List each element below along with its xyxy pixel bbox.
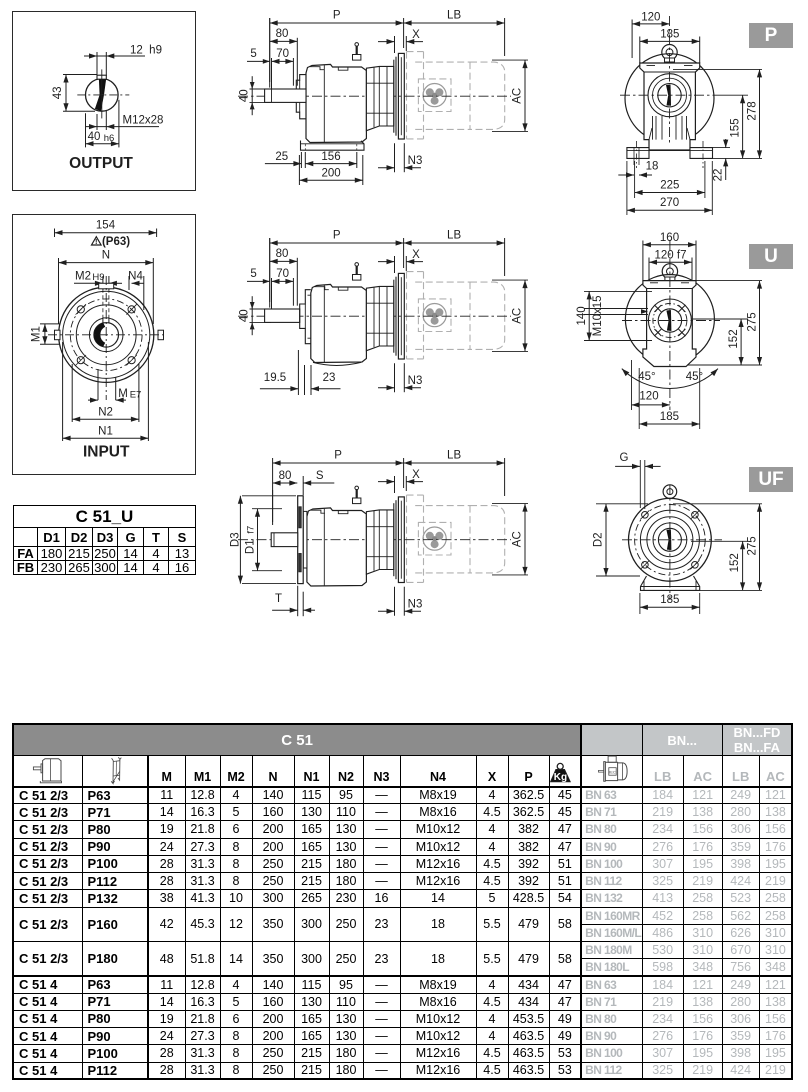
svg-text:P: P bbox=[333, 10, 341, 22]
svg-text:40: 40 bbox=[88, 131, 101, 143]
svg-text:155: 155 bbox=[730, 118, 742, 137]
svg-text:h6: h6 bbox=[104, 133, 115, 144]
svg-text:!: ! bbox=[95, 237, 98, 246]
svg-text:(P63): (P63) bbox=[102, 236, 130, 248]
svg-text:N4: N4 bbox=[128, 271, 143, 283]
svg-text:H9: H9 bbox=[92, 272, 104, 283]
svg-text:P: P bbox=[333, 230, 341, 242]
svg-text:152: 152 bbox=[729, 553, 741, 572]
svg-text:80: 80 bbox=[279, 470, 292, 482]
svg-text:185: 185 bbox=[660, 28, 679, 40]
svg-text:5: 5 bbox=[250, 268, 256, 280]
svg-text:19.5: 19.5 bbox=[264, 372, 286, 384]
svg-text:M: M bbox=[118, 388, 128, 400]
svg-text:X: X bbox=[412, 469, 420, 481]
svg-text:IEC: IEC bbox=[609, 770, 616, 775]
svg-text:N3: N3 bbox=[408, 599, 423, 611]
svg-text:120: 120 bbox=[639, 391, 658, 403]
svg-text:160: 160 bbox=[660, 232, 679, 244]
svg-text:156: 156 bbox=[321, 151, 340, 163]
svg-text:185: 185 bbox=[660, 594, 679, 606]
svg-text:M10x15: M10x15 bbox=[592, 295, 604, 336]
svg-text:23: 23 bbox=[323, 372, 336, 384]
svg-text:45°: 45° bbox=[638, 371, 655, 383]
svg-text:70: 70 bbox=[276, 48, 289, 60]
svg-text:275: 275 bbox=[747, 312, 759, 331]
svg-text:185: 185 bbox=[660, 411, 679, 423]
svg-text:225: 225 bbox=[660, 179, 679, 191]
svg-text:140: 140 bbox=[576, 306, 588, 325]
svg-text:25: 25 bbox=[275, 151, 288, 163]
svg-text:N3: N3 bbox=[408, 155, 423, 167]
svg-text:E7: E7 bbox=[130, 389, 142, 400]
svg-text:N: N bbox=[102, 250, 110, 262]
svg-text:270: 270 bbox=[660, 197, 679, 209]
svg-text:f7: f7 bbox=[245, 526, 256, 534]
svg-text:80: 80 bbox=[276, 28, 289, 40]
svg-text:154: 154 bbox=[96, 220, 116, 232]
svg-text:278: 278 bbox=[747, 101, 759, 120]
svg-text:120: 120 bbox=[641, 11, 660, 23]
svg-text:200: 200 bbox=[322, 168, 341, 180]
svg-text:P: P bbox=[334, 450, 342, 462]
svg-text:80: 80 bbox=[276, 248, 289, 260]
svg-text:LB: LB bbox=[447, 450, 461, 462]
svg-text:N3: N3 bbox=[408, 375, 423, 387]
svg-text:M1: M1 bbox=[31, 326, 43, 342]
svg-text:5: 5 bbox=[250, 48, 256, 60]
svg-text:LB: LB bbox=[447, 230, 461, 242]
svg-text:S: S bbox=[316, 470, 324, 482]
svg-text:40: 40 bbox=[238, 89, 250, 102]
svg-text:18: 18 bbox=[646, 161, 659, 173]
svg-text:275: 275 bbox=[747, 536, 759, 555]
svg-text:N1: N1 bbox=[98, 425, 113, 437]
svg-text:43: 43 bbox=[52, 87, 64, 100]
svg-text:X: X bbox=[412, 249, 420, 261]
svg-text:T: T bbox=[275, 593, 282, 605]
svg-text:152: 152 bbox=[728, 329, 740, 348]
svg-text:70: 70 bbox=[276, 268, 289, 280]
svg-text:G: G bbox=[620, 452, 629, 464]
svg-text:OUTPUT: OUTPUT bbox=[69, 155, 133, 172]
svg-text:INPUT: INPUT bbox=[83, 444, 130, 461]
svg-text:X: X bbox=[412, 29, 420, 41]
svg-text:LB: LB bbox=[447, 10, 461, 22]
svg-text:N2: N2 bbox=[98, 406, 113, 418]
svg-text:AC: AC bbox=[512, 88, 524, 104]
svg-text:M2: M2 bbox=[75, 271, 91, 283]
svg-text:D1: D1 bbox=[245, 539, 257, 554]
svg-text:45°: 45° bbox=[686, 371, 703, 383]
svg-text:120 f7: 120 f7 bbox=[655, 249, 687, 261]
svg-text:12 h9: 12 h9 bbox=[130, 45, 162, 57]
svg-text:22: 22 bbox=[713, 169, 725, 182]
svg-text:40: 40 bbox=[238, 309, 250, 322]
svg-text:D3: D3 bbox=[230, 532, 242, 547]
svg-text:M12x28: M12x28 bbox=[123, 115, 164, 127]
svg-text:AC: AC bbox=[512, 308, 524, 324]
svg-text:Kg: Kg bbox=[554, 772, 567, 783]
svg-text:D2: D2 bbox=[592, 532, 604, 547]
svg-text:AC: AC bbox=[512, 531, 524, 547]
